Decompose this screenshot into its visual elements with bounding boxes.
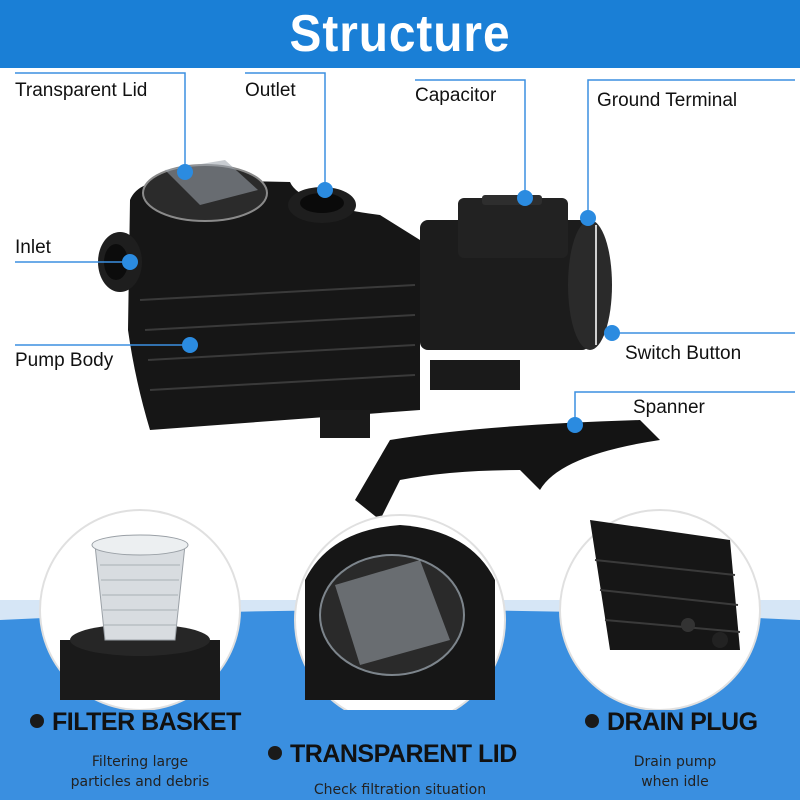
label-capacitor: Capacitor <box>415 85 497 106</box>
callout-dot-lid <box>177 164 193 180</box>
title-banner <box>0 0 800 68</box>
page-title: Structure <box>289 5 511 63</box>
bullet-dot-icon <box>30 714 44 729</box>
callout-dot-capacitor <box>517 190 533 206</box>
feature-desc-filter-basket: Filtering large particles and debris <box>70 754 210 790</box>
pump-body-shape <box>128 179 420 430</box>
drain-plug-image <box>559 509 761 710</box>
label-outlet: Outlet <box>245 80 296 101</box>
capacitor-box <box>458 198 568 258</box>
callout-dot-outlet <box>317 182 333 198</box>
label-transparent-lid: Transparent Lid <box>15 80 148 101</box>
callout-dot-body <box>182 337 198 353</box>
feature-title-transparent-lid: TRANSPARENT LID <box>268 740 517 769</box>
feature-circles <box>39 509 761 710</box>
label-ground-terminal: Ground Terminal <box>597 90 738 111</box>
callout-dot-spanner <box>567 417 583 433</box>
label-pump-body: Pump Body <box>15 350 114 371</box>
feature-desc-transparent-lid: Check filtration situation <box>313 782 487 798</box>
label-switch-button: Switch Button <box>625 343 742 364</box>
feature-title-drain-plug: DRAIN PLUG <box>585 708 758 737</box>
spanner-shape <box>355 420 660 520</box>
transparent-lid-image <box>294 514 506 710</box>
callout-dot-ground <box>580 210 596 226</box>
bullet-dot-icon <box>268 746 282 761</box>
label-spanner: Spanner <box>633 397 705 418</box>
pump-illustration <box>15 72 795 520</box>
feature-title-filter-basket: FILTER BASKET <box>30 708 241 737</box>
callout-dot-inlet <box>122 254 138 270</box>
bullet-dot-icon <box>585 714 599 729</box>
callout-dot-switch <box>604 325 620 341</box>
label-inlet: Inlet <box>15 237 51 258</box>
feature-desc-drain-plug: Drain pump when idle <box>633 754 717 790</box>
filter-basket-image <box>39 509 241 710</box>
